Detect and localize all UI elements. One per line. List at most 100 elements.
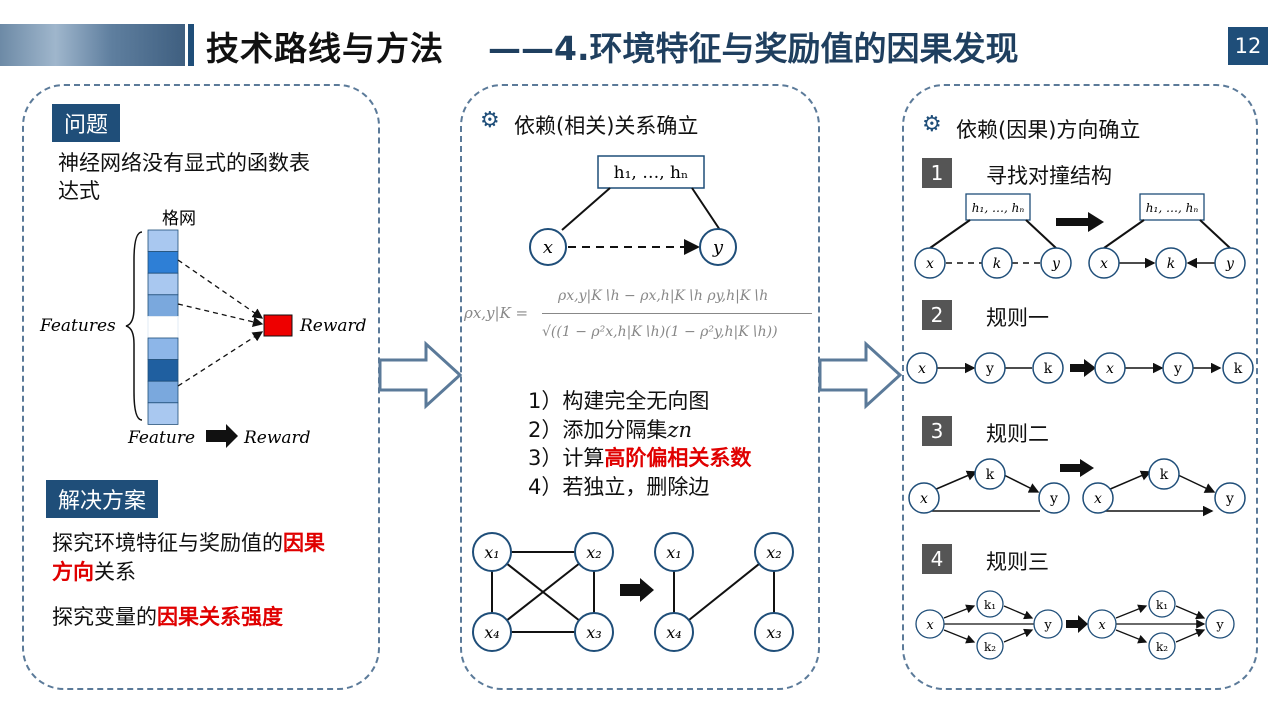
panel3-heading: 依赖(因果)方向确立 (956, 118, 1141, 142)
r3-b-y: y (1225, 491, 1234, 507)
grid-cell (147, 316, 179, 339)
rule-2-diagram: x y k x y k (906, 352, 1254, 384)
h-box-label: h₁, …, hₙ (614, 163, 689, 183)
solution-line2: 探究变量的因果关系强度 (52, 604, 283, 631)
rule-4-diagram: x k₁ k₂ y x k₁ k₂ y (915, 590, 1235, 660)
black-arrow-icon (1066, 615, 1088, 633)
grid-cell (147, 251, 179, 274)
r2-a-y: y (985, 361, 994, 377)
r2-b-x: x (1106, 361, 1114, 377)
node-y-label: y (712, 237, 724, 258)
rule-4-badge: 4 (922, 544, 952, 574)
r2-a-x: x (918, 361, 926, 377)
g2-node-x3: x₃ (766, 623, 781, 642)
r4-a-k2: k₂ (984, 640, 996, 654)
rule2-after: x y k (1094, 352, 1254, 384)
feature-caption-right: Reward (243, 428, 311, 448)
r1-a-y: y (1051, 256, 1061, 272)
rule-3-label: 规则二 (986, 422, 1049, 446)
r4-a-x: x (926, 618, 934, 633)
step-2: 2）添加分隔集zn (528, 417, 692, 444)
header-accent-bar (188, 24, 194, 66)
black-arrow-icon (1070, 359, 1096, 377)
r2-b-y: y (1173, 361, 1182, 377)
r1-b-x: x (1100, 256, 1108, 272)
solution-line1b: 方向关系 (52, 559, 136, 586)
grid-cell (147, 359, 179, 382)
solution-tag: 解决方案 (46, 480, 159, 518)
gear-icon: ⚙ (922, 112, 942, 137)
edge-x-h (561, 187, 611, 231)
rule-3-diagram: x k y x k y (908, 458, 1246, 517)
r4-b-x: x (1098, 618, 1106, 633)
r1-a-x: x (926, 256, 934, 272)
black-arrow-icon (620, 578, 654, 602)
rule-2-label: 规则一 (986, 306, 1049, 330)
r3-b-x: x (1094, 491, 1102, 507)
rule4-after: x k₁ k₂ y (1087, 590, 1235, 660)
formula-denominator: √((1 − ρ²x,h|K∖h)(1 − ρ²y,h|K∖h)) (542, 324, 778, 340)
r4-a-k1: k₁ (984, 598, 996, 612)
rule3-after: x k y (1082, 458, 1246, 517)
g1-node-x4: x₄ (484, 623, 499, 642)
r4-b-y: y (1215, 618, 1224, 633)
feature-caption-left: Feature (127, 428, 195, 448)
grid-cell (147, 294, 179, 317)
r1-hbox-a: h₁, …, hₙ (972, 201, 1025, 215)
r2-a-k: k (1044, 361, 1053, 377)
solution1-pre: 探究环境特征与奖励值的 (52, 531, 283, 555)
rule-1-label: 寻找对撞结构 (986, 164, 1112, 188)
solution-line1: 探究环境特征与奖励值的因果 (52, 530, 325, 557)
grid-cell (147, 272, 179, 296)
graph-pruning-diagram: x₁ x₂ x₄ x₃ x₁ x₂ x₄ x₃ (472, 532, 794, 652)
step-3-text: 3）计算 (528, 446, 605, 470)
grid-label: 格网 (162, 209, 196, 229)
g1-node-x2: x₂ (586, 543, 601, 562)
collider-before: h₁, …, hₙ x k y (914, 193, 1072, 279)
edge-y-h (691, 187, 721, 231)
flow-arrow-1-icon (378, 340, 463, 410)
dashed-arrow-1 (177, 259, 264, 319)
r3-a-y: y (1049, 491, 1058, 507)
g2-node-x1: x₁ (666, 543, 681, 562)
collider-after: h₁, …, hₙ x k y (1088, 193, 1246, 279)
dashed-arrow-2 (177, 303, 264, 327)
black-arrow-icon (1056, 212, 1104, 232)
h-box (597, 155, 705, 189)
panel2-heading: 依赖(相关)关系确立 (514, 114, 699, 138)
node-x-label: x (543, 237, 553, 258)
header-banner-image (0, 24, 185, 66)
step-4: 4）若独立，删除边 (528, 475, 710, 499)
rule2-before: x y k (906, 352, 1064, 384)
r1-b-y: y (1225, 256, 1235, 272)
grid-cell (147, 229, 179, 253)
grid-cell (147, 402, 179, 425)
r4-b-k2: k₂ (1156, 640, 1168, 654)
feature-reward-diagram: 格网 Features Reward Feature Reward (39, 209, 367, 448)
complete-graph: x₁ x₂ x₄ x₃ (472, 532, 614, 652)
pruned-graph: x₁ x₂ x₄ x₃ (654, 532, 794, 652)
reward-label: Reward (299, 316, 367, 336)
r3-a-x: x (920, 491, 928, 507)
reward-box (263, 314, 293, 337)
solution1-red-a: 因果 (283, 531, 325, 555)
feature-grid (147, 229, 179, 425)
step-2-text: 2）添加分隔集 (528, 418, 668, 442)
step-1: 1）构建完全无向图 (528, 389, 710, 413)
features-brace (125, 231, 143, 421)
formula-lhs: ρx,y|K = (464, 304, 529, 322)
node-x (529, 228, 567, 266)
node-y (699, 228, 737, 266)
problem-text-line2: 达式 (58, 179, 100, 203)
rule-1-diagram: h₁, …, hₙ x k y h₁, …, hₙ x k y (914, 193, 1246, 279)
grid-cell (147, 380, 179, 404)
g2-node-x2: x₂ (766, 543, 781, 562)
black-arrow-icon (1060, 459, 1094, 477)
rule3-before: x k y (908, 458, 1070, 514)
page-title: 技术路线与方法 (206, 29, 444, 68)
rule-2-badge: 2 (922, 300, 952, 330)
step-3: 3）计算高阶偏相关系数 (528, 445, 751, 472)
g1-node-x3: x₃ (586, 623, 601, 642)
solution1-post: 关系 (94, 560, 136, 584)
r1-a-k: k (993, 256, 1001, 272)
